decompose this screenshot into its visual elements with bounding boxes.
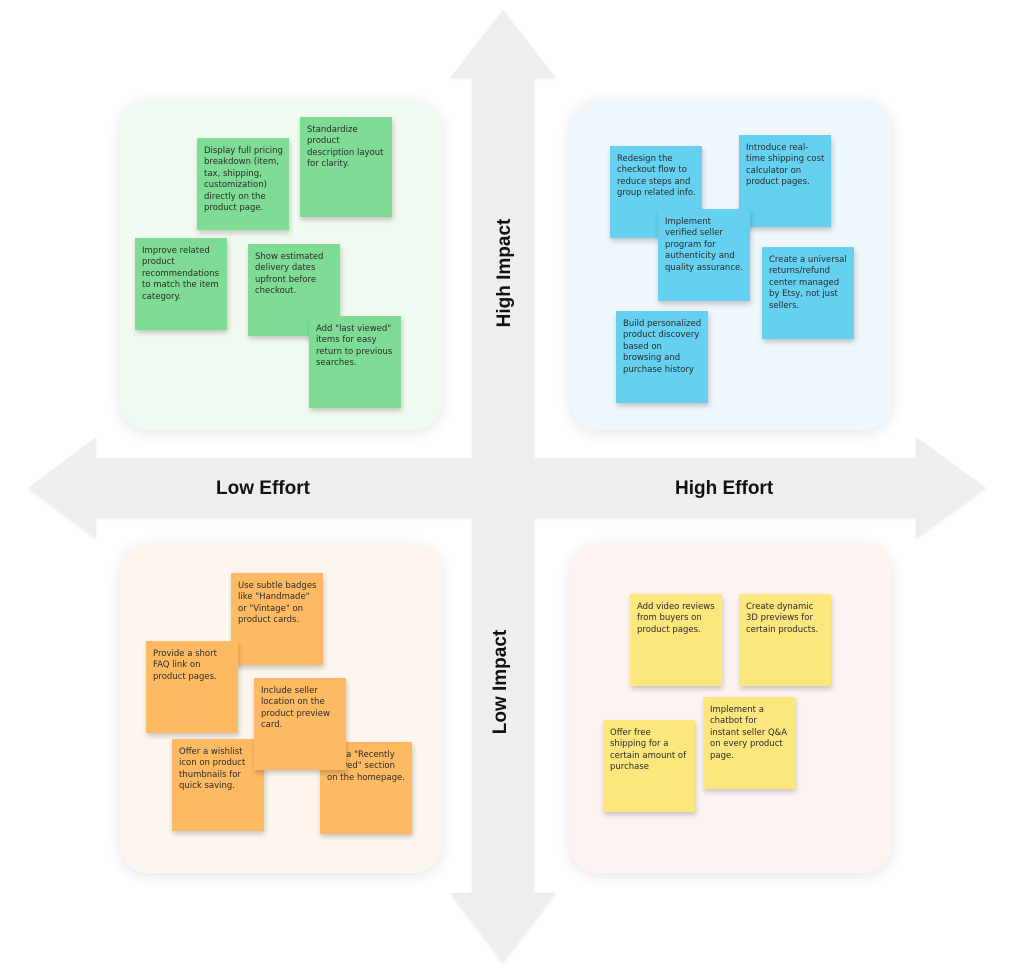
axis-label-high-impact: High Impact [494, 218, 515, 328]
sticky-note[interactable]: Add "last viewed" items for easy return … [309, 316, 401, 408]
sticky-note[interactable]: Add video reviews from buyers on product… [630, 594, 722, 686]
axis-label-high-effort: High Effort [675, 478, 774, 499]
sticky-note[interactable]: Introduce real-time shipping cost calcul… [739, 135, 831, 227]
sticky-note[interactable]: Redesign the checkout flow to reduce ste… [610, 146, 702, 238]
sticky-note[interactable]: Implement verified seller program for au… [658, 209, 750, 301]
sticky-note[interactable]: Implement a chatbot for instant seller Q… [703, 697, 795, 789]
sticky-note[interactable]: Provide a short FAQ link on product page… [146, 641, 238, 733]
sticky-note[interactable]: Display full pricing breakdown (item, ta… [197, 138, 289, 230]
sticky-note[interactable]: Create a universal returns/refund center… [762, 247, 854, 339]
sticky-note[interactable]: Build personalized product discovery bas… [616, 311, 708, 403]
sticky-note[interactable]: Create dynamic 3D previews for certain p… [739, 594, 831, 686]
axis-label-low-effort: Low Effort [216, 478, 310, 499]
sticky-note[interactable]: Standardize product description layout f… [300, 117, 392, 217]
sticky-note[interactable]: Include seller location on the product p… [254, 678, 346, 770]
axis-label-low-impact: Low Impact [490, 629, 511, 735]
sticky-note[interactable]: Use subtle badges like "Handmade" or "Vi… [231, 573, 323, 665]
sticky-note[interactable]: Offer a wishlist icon on product thumbna… [172, 739, 264, 831]
horizontal-axis-arrow [28, 437, 986, 539]
sticky-note[interactable]: Improve related product recommendations … [135, 238, 227, 330]
sticky-note[interactable]: Offer free shipping for a certain amount… [603, 720, 695, 812]
